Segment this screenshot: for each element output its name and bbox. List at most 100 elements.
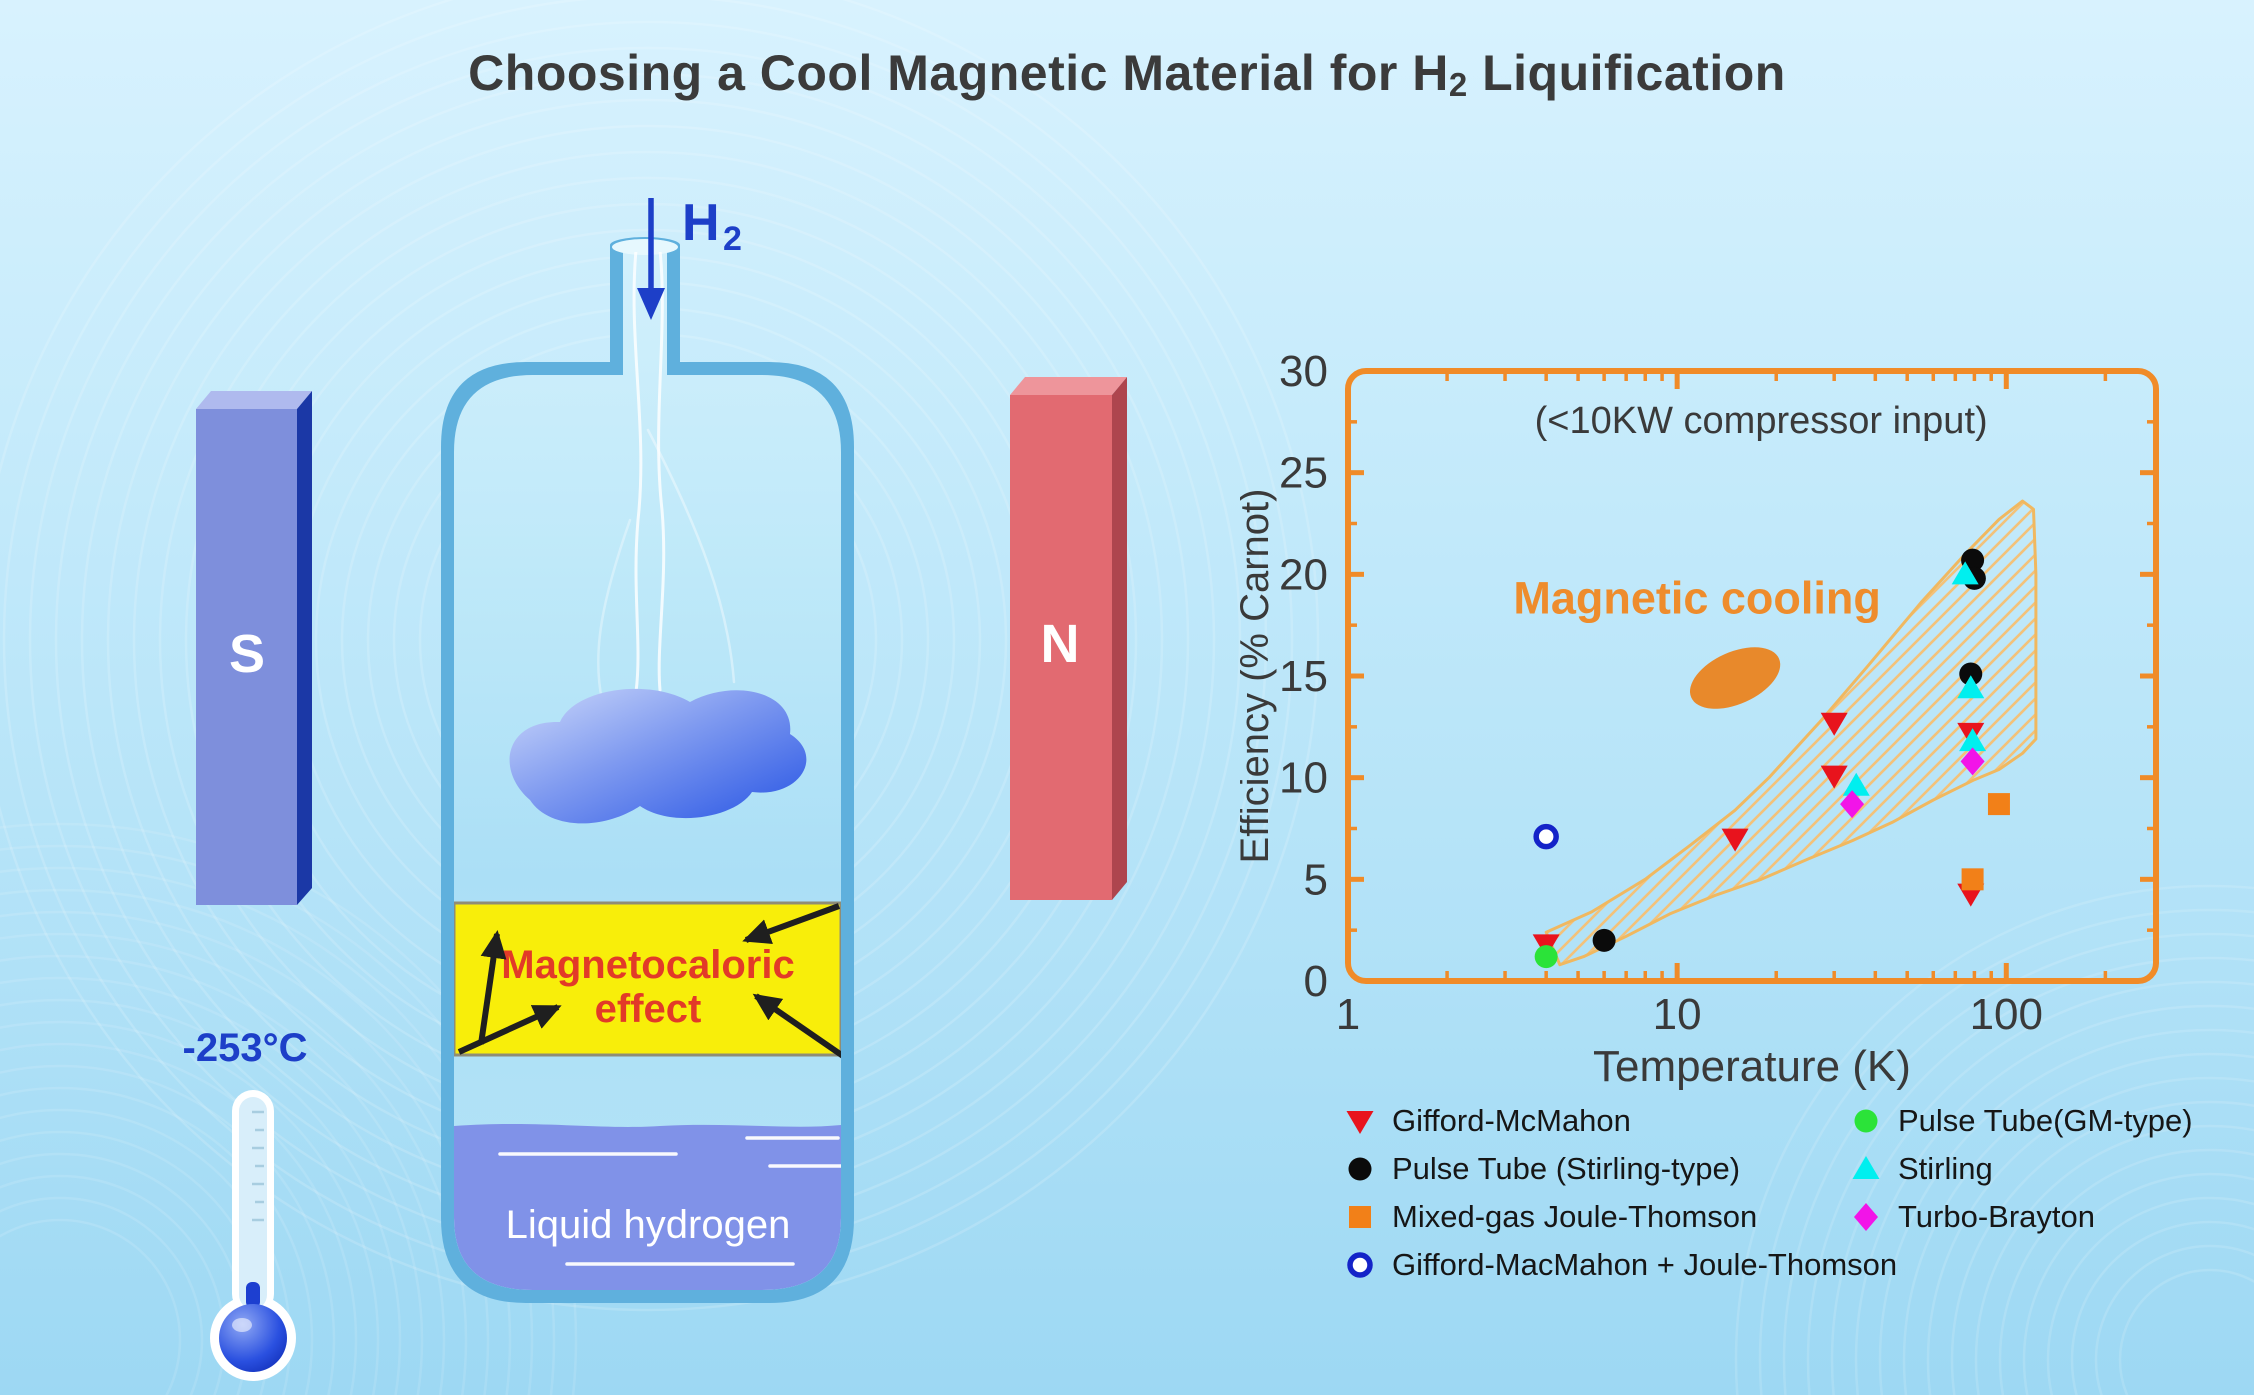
ripple-ring xyxy=(1950,1100,2254,1395)
svg-text:5: 5 xyxy=(1304,855,1328,904)
ripple-ring xyxy=(0,954,446,1395)
y-axis-title: Efficiency (% Carnot) xyxy=(1240,489,1277,864)
legend-marker-triangle-down xyxy=(1346,1111,1374,1134)
legend-label: Mixed-gas Joule-Thomson xyxy=(1392,1199,1758,1234)
legend-item-gifford-macmahon-joule-thomson: Gifford-MacMahon + Joule-Thomson xyxy=(1342,1247,1897,1283)
magnetocaloric-label-line2: effect xyxy=(595,987,702,1031)
legend-marker-square xyxy=(1349,1206,1371,1228)
magnet-south-side-face xyxy=(297,391,312,905)
magnet-north-side-face xyxy=(1112,377,1127,900)
ripple-ring xyxy=(0,1218,182,1395)
h2-arrow-head xyxy=(637,288,665,320)
legend-item-turbo-brayton: Turbo-Brayton xyxy=(1848,1199,2095,1235)
x-axis-title: Temperature (K) xyxy=(1593,1042,1911,1091)
ripple-ring xyxy=(0,866,534,1395)
ripple-ring xyxy=(2046,1196,2254,1395)
ripple-ring xyxy=(1998,1148,2254,1395)
magnet-north-top-face xyxy=(1010,377,1127,395)
page-title-text-2: Liquification xyxy=(1467,45,1786,101)
ripple-ring xyxy=(0,1196,204,1395)
gas-stream-lines xyxy=(597,252,736,702)
legend-label: Turbo-Brayton xyxy=(1898,1199,2095,1234)
ripple-ring xyxy=(0,1086,314,1395)
thermometer-temperature-label: -253°C xyxy=(183,1026,308,1070)
ripple-ring xyxy=(1806,956,2254,1395)
svg-text:100: 100 xyxy=(1970,990,2043,1039)
magnet-south-front-face xyxy=(196,409,297,905)
magnetocaloric-label-line1: Magnetocaloric xyxy=(501,943,794,987)
title-subscript: 2 xyxy=(1448,66,1468,103)
series-stirling xyxy=(1842,561,1987,796)
ripple-ring xyxy=(1830,980,2254,1395)
svg-text:15: 15 xyxy=(1279,652,1328,701)
legend-marker-triangle-up xyxy=(1852,1156,1880,1179)
series-mixed-gas-joule-thomson xyxy=(1961,793,2010,891)
svg-text:25: 25 xyxy=(1279,449,1328,498)
ripple-ring xyxy=(1758,908,2254,1395)
chart-subtitle: (<10KW compressor input) xyxy=(1535,400,1988,442)
page-title: Choosing a Cool Magnetic Material for H2… xyxy=(0,44,2254,103)
legend-label: Gifford-McMahon xyxy=(1392,1103,1631,1138)
magnetocaloric-illustration: S N Magnetocalo xyxy=(182,194,1127,1381)
legend-marker-circle xyxy=(1854,1109,1878,1133)
legend-item-stirling: Stirling xyxy=(1848,1151,1993,1187)
vessel-contents: Magnetocaloric effect Liquid xyxy=(454,252,841,1290)
series-gifford-macmahon-joule-thomson xyxy=(1533,823,1559,850)
legend-marker-circle-open xyxy=(1347,1252,1373,1278)
ripple-ring xyxy=(0,822,578,1395)
magnetic-cooling-label: Magnetic cooling xyxy=(1513,573,1881,624)
magnet-north: N xyxy=(1010,377,1127,900)
liquid-surface-lines xyxy=(498,1136,841,1266)
ripple-ring xyxy=(1734,884,2254,1395)
ripple-ring xyxy=(1902,1052,2254,1395)
ripple-ring xyxy=(0,0,1318,1310)
thermometer: -253°C xyxy=(183,1026,308,1381)
svg-text:10: 10 xyxy=(1279,754,1328,803)
arrow-left-upper-right xyxy=(742,903,841,944)
ripple-ring xyxy=(0,1042,358,1395)
ripple-ring xyxy=(0,844,556,1395)
ripple-ring xyxy=(0,1020,380,1395)
vessel-neck-rim xyxy=(612,239,678,255)
hydrogen-gas-cloud xyxy=(509,688,807,824)
series-turbo-brayton xyxy=(1840,747,1985,819)
liquid-hydrogen-fill xyxy=(454,1124,841,1290)
ripple-ring xyxy=(0,998,402,1395)
thermometer-mercury-neck xyxy=(246,1282,260,1308)
thermometer-stem-inner xyxy=(239,1097,267,1309)
svg-text:0: 0 xyxy=(1304,957,1328,1006)
ripple-ring xyxy=(0,910,490,1395)
ripple-ring xyxy=(1926,1076,2254,1395)
ripple-ring xyxy=(2022,1172,2254,1395)
ripple-ring xyxy=(0,1064,336,1395)
magnetic-cooling-band xyxy=(1544,499,2038,967)
field-arrows xyxy=(457,903,841,1059)
legend-item-pulse-tube-stirling-type: Pulse Tube (Stirling-type) xyxy=(1342,1151,1740,1187)
svg-text:30: 30 xyxy=(1279,347,1328,396)
h2-label: H xyxy=(682,194,720,252)
svg-text:1: 1 xyxy=(1336,990,1360,1039)
legend-item-pulse-tube-gm-type: Pulse Tube(GM-type) xyxy=(1848,1103,2193,1139)
h2-label-subscript: 2 xyxy=(723,220,742,258)
thermometer-bulb-highlight xyxy=(232,1318,252,1332)
magnet-south-top-face xyxy=(196,391,312,409)
thermometer-scale-ticks xyxy=(252,1110,264,1222)
legend-label: Stirling xyxy=(1898,1151,1993,1186)
magnet-north-front-face xyxy=(1010,395,1112,900)
magnet-north-label: N xyxy=(1041,614,1080,674)
ripple-ring xyxy=(0,932,468,1395)
legend-label: Gifford-MacMahon + Joule-Thomson xyxy=(1392,1247,1898,1282)
ripple-ring xyxy=(2094,1244,2254,1395)
ripple-ring xyxy=(2070,1220,2254,1395)
ripple-ring xyxy=(0,976,424,1395)
legend-label: Pulse Tube (Stirling-type) xyxy=(1392,1151,1741,1186)
magnet-south: S xyxy=(196,391,312,905)
ripple-ring xyxy=(1878,1028,2254,1395)
liquid-hydrogen-label: Liquid hydrogen xyxy=(506,1203,791,1247)
h2-inlet: H 2 xyxy=(637,194,742,320)
legend-item-mixed-gas-joule-thomson: Mixed-gas Joule-Thomson xyxy=(1342,1199,1757,1235)
series-pulse-tube-gm-type xyxy=(1534,945,1558,969)
legend-item-gifford-mcmahon: Gifford-McMahon xyxy=(1342,1103,1631,1139)
